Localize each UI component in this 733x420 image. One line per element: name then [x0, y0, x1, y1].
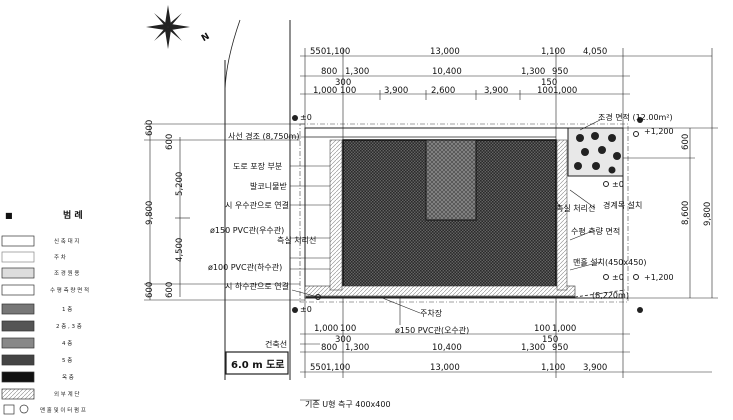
label-pvc150-bottom: ø150 PVC관(오수관): [395, 325, 469, 335]
legend-item-9: 외 부 계 단: [54, 390, 80, 398]
label-storm-connect: 시 우수관으로 연결: [225, 200, 289, 210]
top-dim-3: 13,000: [430, 47, 460, 57]
bot2-dim-1: 800: [321, 343, 337, 353]
right-outer-1: 9,800: [703, 202, 713, 226]
label-sewer-connect: 시 하수관으로 연결: [225, 281, 289, 291]
label-existing-u: 기존 U형 측구 400x400: [305, 400, 391, 409]
label-parking: 주차장: [420, 308, 443, 318]
level-bottom-left: ±0: [300, 305, 312, 314]
left-outer-1: 600: [145, 120, 155, 136]
bot3-dim-1: 550: [310, 363, 326, 373]
level-right-mid: ±0: [612, 180, 624, 189]
bot2-dim-5: 950: [552, 343, 568, 353]
top-dim-1: 550: [310, 47, 326, 57]
left-inner-4: 600: [165, 282, 175, 298]
top3-dim-6: 100: [537, 86, 553, 96]
label-grating: 측실 처리선: [277, 235, 316, 245]
bot1-small-2: 150: [542, 335, 558, 345]
label-boundary-fence: 경계목 설치: [603, 200, 642, 210]
level-landscape: +1,200: [644, 127, 674, 136]
label-pvc150-rain: ø150 PVC관(우수관): [210, 225, 284, 235]
top2-dim-1: 800: [321, 67, 337, 77]
road-label: 6.0 m 도로: [231, 359, 285, 371]
parking-strip: [304, 285, 576, 297]
top2-dim-3: 10,400: [432, 67, 462, 77]
left-inner-2: 5,200: [175, 172, 185, 196]
left-outer-3: 600: [145, 282, 155, 298]
legend-bullet: ■: [5, 211, 13, 220]
left-outer-2: 9,800: [145, 201, 155, 225]
bot3-dim-3: 13,000: [430, 363, 460, 373]
right-inner-2: 8,600: [681, 201, 691, 225]
bot3-dim-2: 1,100: [326, 363, 350, 373]
legend: ■ 범 례 신 축 대 지 주 차 조 경 원 용 수 평 측 량 면 적 1 …: [1, 209, 89, 415]
label-road-pavement: 도로 포장 부분: [233, 161, 282, 171]
road-label-box: [225, 351, 289, 375]
site-boundary: [304, 127, 624, 299]
level-right-low2: +1,200: [644, 273, 674, 282]
top2-small-2: 150: [541, 78, 557, 88]
top3-dim-1: 1,000: [313, 86, 337, 96]
label-landscape: 조경 면적 (12.00m²): [598, 112, 673, 122]
bot2-dim-2: 1,300: [345, 343, 369, 353]
label-manhole: 맨홀 설치(450x450): [573, 257, 647, 267]
bot2-dim-3: 10,400: [432, 343, 462, 353]
legend-item-1: 주 차: [54, 253, 66, 261]
legend-item-0: 신 축 대 지: [54, 237, 80, 245]
top3-dim-5: 3,900: [484, 86, 508, 96]
legend-item-3: 수 평 측 량 면 적: [50, 286, 89, 294]
top3-dim-2: 100: [340, 86, 356, 96]
left-inner-3: 4,500: [175, 238, 185, 262]
bot3-dim-5: 3,900: [583, 363, 607, 373]
top-dim-5: 4,050: [583, 47, 607, 57]
legend-item-5: 2 층 , 3 층: [56, 322, 82, 330]
top2-dim-5: 950: [552, 67, 568, 77]
legend-item-6: 4 층: [62, 339, 72, 347]
legend-item-8: 옥 층: [62, 373, 74, 381]
bot1-dim-3: 100: [534, 324, 550, 334]
bot1-dim-4: 1,000: [552, 324, 576, 334]
right-inner-1: 600: [681, 134, 691, 150]
label-side-drain: 측실 처리선: [556, 203, 595, 213]
label-diag-note: (8,220m): [592, 291, 629, 300]
top3-dim-7: 1,000: [553, 86, 577, 96]
label-building-line: 건축선: [265, 339, 287, 349]
top-dim-4: 1,100: [541, 47, 565, 57]
label-water-meter: 수평 측량 면적: [571, 226, 620, 236]
legend-title: 범 례: [63, 209, 83, 221]
legend-item-2: 조 경 원 용: [54, 269, 80, 277]
bot1-dim-2: 100: [340, 324, 356, 334]
label-pvc100-sewer: ø100 PVC관(하수관): [208, 262, 282, 272]
stair-core: [425, 139, 477, 221]
label-sight-line: 사선 경조 (8,750m): [228, 131, 299, 141]
top2-dim-4: 1,300: [521, 67, 545, 77]
legend-item-10: 맨 홀 및 이 터 펌 프: [40, 406, 86, 414]
bot1-small-1: 300: [335, 335, 351, 345]
legend-item-7: 5 층: [62, 356, 72, 364]
level-right-low: ±0: [612, 273, 624, 282]
tree-icons: [574, 132, 621, 174]
north-arrow-icon: [146, 5, 190, 49]
legend-item-4: 1 층: [62, 305, 72, 313]
left-inner-1: 600: [165, 134, 175, 150]
top-dim-2: 1,100: [326, 47, 350, 57]
bot3-dim-4: 1,100: [541, 363, 565, 373]
top3-dim-4: 2,600: [431, 86, 455, 96]
bot2-dim-4: 1,300: [521, 343, 545, 353]
top2-dim-2: 1,300: [345, 67, 369, 77]
level-top-left: ±0: [300, 113, 312, 122]
top2-small-1: 300: [335, 78, 351, 88]
north-label: N: [200, 32, 212, 44]
top3-dim-3: 3,900: [384, 86, 408, 96]
bot1-dim-1: 1,000: [314, 324, 338, 334]
label-gutter: 발코니물받: [250, 181, 287, 191]
